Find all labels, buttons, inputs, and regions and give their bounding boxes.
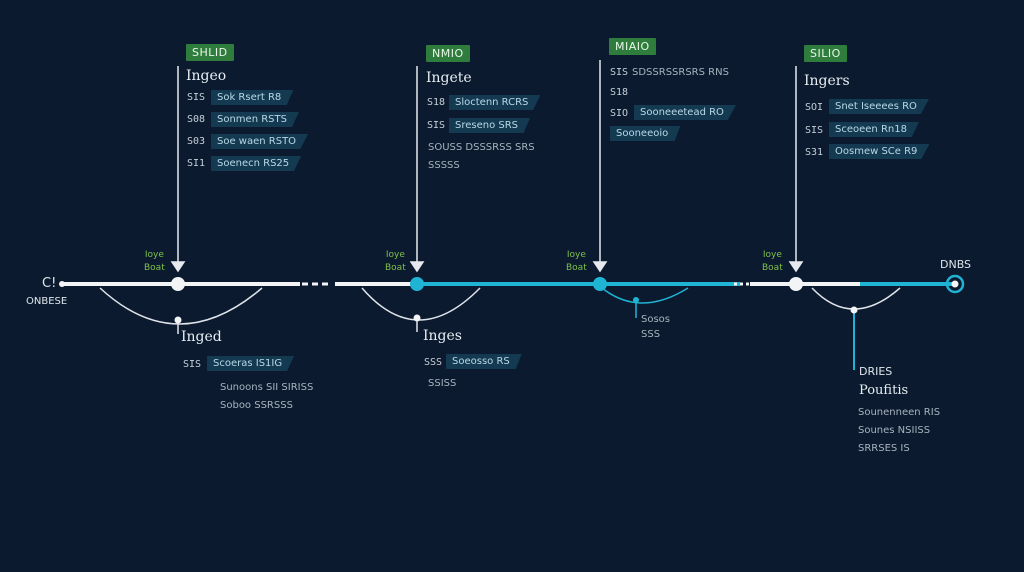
node-stage-1 — [171, 277, 185, 291]
node-end-ring — [945, 274, 965, 294]
stage-4-row-2-tag: Sceoeen Rn18 — [829, 122, 919, 137]
below-2-heading: Inges — [423, 328, 462, 344]
below-4-note-2: Sounes NSIISS — [858, 425, 931, 436]
stage-3-row-1-text: SDSSRSSRSRS RNS — [632, 67, 729, 78]
stage-4-badge: SILIO — [804, 45, 847, 62]
stage-2-note-1: SOUSS DSSSRSS SRS — [428, 142, 535, 153]
arc-stage-3 — [601, 287, 689, 304]
drop-dot-stage-4 — [850, 306, 858, 314]
below-1-note-1: Sunoons SII SIRISS — [220, 382, 314, 393]
below-4-note-1: Sounenneen RIS — [858, 407, 941, 418]
stage-1-row-3-tag: Soe waen RSTO — [211, 134, 309, 149]
node-stage-3 — [593, 277, 607, 291]
stage-4-marker-line-2: Boat — [762, 263, 783, 273]
below-1-note-2: Soboo SSRSSS — [220, 400, 293, 411]
stage-3-row-4-tag: Sooneeoio — [610, 126, 681, 141]
arc-stage-4 — [811, 287, 901, 310]
node-stage-4 — [789, 277, 803, 291]
below-4-title-2: Poufitis — [859, 383, 909, 398]
stage-1-marker: Ioye Boat — [144, 249, 165, 275]
stage-3-marker: Ioye Boat — [566, 249, 587, 275]
below-1-row-1-code: SIS — [183, 359, 202, 370]
below-4-title-1: DRIES — [859, 365, 893, 378]
stage-3-marker-line-1: Ioye — [566, 250, 586, 260]
arc-stage-2 — [361, 287, 481, 321]
stage-3-row-3-tag: Sooneeetead RO — [634, 105, 736, 120]
stage-1-row-4-tag: Soenecn RS25 — [211, 156, 302, 171]
stage-4-row-3-tag: Oosmew SCe R9 — [829, 144, 930, 159]
start-label: ONBESE — [26, 296, 68, 307]
node-stage-2 — [410, 277, 424, 291]
drop-dot-stage-2 — [413, 314, 421, 322]
stage-2-marker-line-2: Boat — [385, 263, 406, 273]
stage-2-marker: Ioye Boat — [385, 249, 406, 275]
stage-2-row-1-tag: Sloctenn RCRS — [449, 95, 541, 110]
node-start — [59, 281, 65, 287]
drop-dot-stage-1 — [174, 316, 182, 324]
stage-2-badge: NMIO — [426, 45, 470, 62]
arrowhead-stage-1 — [170, 261, 186, 273]
stage-3-row-3-code: SIO — [610, 108, 629, 119]
stage-1-row-2-code: S08 — [187, 114, 206, 125]
drop-dot-stage-3 — [633, 297, 639, 303]
stage-4-row-3-code: S31 — [805, 147, 824, 158]
stage-4-marker-line-1: Ioye — [762, 250, 782, 260]
stage-3-row-2-code: S18 — [610, 87, 629, 98]
stage-3-below-2: SSS — [641, 329, 661, 340]
below-4-note-3: SRRSES IS — [858, 443, 910, 454]
below-2-note-1: SSISS — [428, 378, 457, 389]
stage-2-heading: Ingete — [426, 70, 472, 86]
stage-1-row-2-tag: Sonmen RSTS — [211, 112, 299, 127]
stage-1-row-4-code: SI1 — [187, 158, 206, 169]
start-code: C! — [42, 276, 57, 291]
node-end — [951, 280, 959, 288]
stage-2-marker-line-1: Ioye — [385, 250, 405, 260]
stage-3-badge: MIAIO — [609, 38, 656, 55]
stage-1-badge: SHLID — [186, 44, 234, 61]
arc-stage-1 — [99, 287, 263, 325]
stage-1-row-1-code: SIS — [187, 92, 206, 103]
stage-4-row-1-code: SOI — [805, 102, 824, 113]
stage-4-row-1-tag: Snet Iseeees RO — [829, 99, 929, 114]
stage-4-marker: Ioye Boat — [762, 249, 783, 275]
below-1-row-1-tag: Scoeras IS1IG — [207, 356, 295, 371]
stage-4-heading: Ingers — [804, 73, 850, 89]
arrowhead-stage-4 — [788, 261, 804, 273]
stage-2-row-2-code: SIS — [427, 120, 446, 131]
below-2-row-1-tag: Soeosso RS — [446, 354, 522, 369]
below-1-heading: Inged — [181, 329, 222, 345]
arrowhead-stage-2 — [409, 261, 425, 273]
stage-4-row-2-code: SIS — [805, 125, 824, 136]
stage-1-marker-line-2: Boat — [144, 263, 165, 273]
end-label: DNBS — [940, 258, 972, 271]
stage-3-below-1: Sosos — [641, 314, 671, 325]
stage-1-heading: Ingeo — [186, 68, 227, 84]
stage-3-marker-line-2: Boat — [566, 263, 587, 273]
stage-1-row-3-code: S03 — [187, 136, 206, 147]
arrowhead-stage-3 — [592, 261, 608, 273]
stage-2-note-2: SSSSS — [428, 160, 460, 171]
stage-2-row-2-tag: Sreseno SRS — [449, 118, 531, 133]
stage-2-row-1-code: S18 — [427, 97, 446, 108]
stage-3-row-1-code: SIS — [610, 67, 629, 78]
below-2-row-1-code: SSS — [424, 357, 443, 368]
stage-1-marker-line-1: Ioye — [144, 250, 164, 260]
stage-1-row-1-tag: Sok Rsert R8 — [211, 90, 294, 105]
